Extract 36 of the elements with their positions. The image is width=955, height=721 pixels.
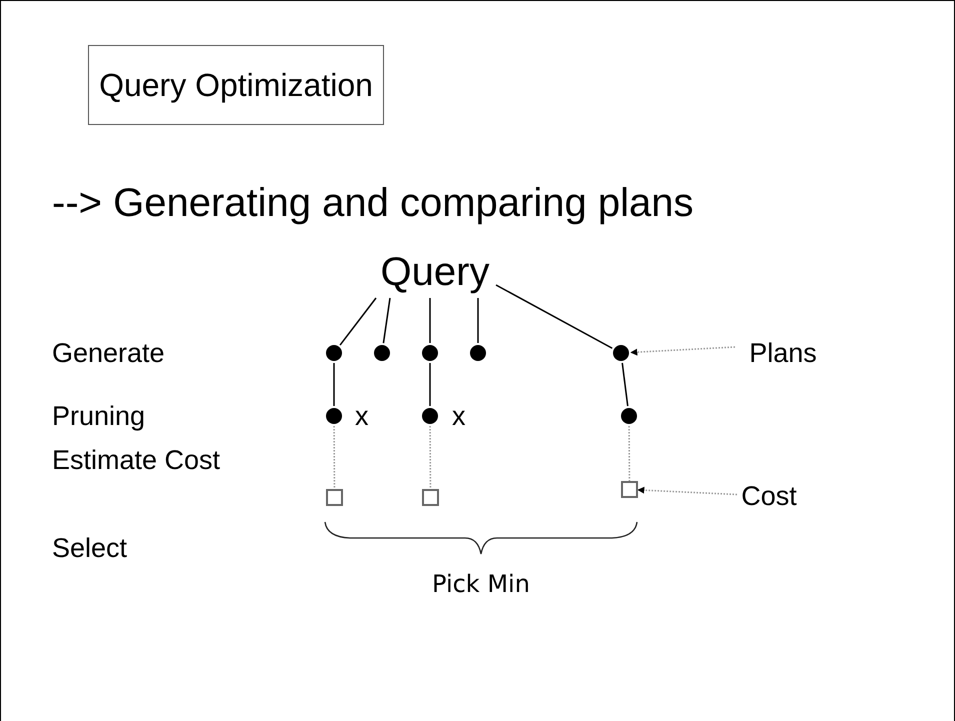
plan-dot <box>326 345 342 361</box>
connector-line <box>622 362 628 406</box>
text-label: Pruning <box>52 403 146 430</box>
pruned-mark: x <box>452 403 466 430</box>
cost-square <box>621 481 638 498</box>
text-label: --> Generating and comparing plans <box>52 183 694 223</box>
text-label: Pick Min <box>432 572 530 596</box>
connector-line <box>477 298 479 343</box>
plan-dot <box>621 408 637 424</box>
plan-dot <box>613 345 629 361</box>
node-label: Plans <box>735 336 831 370</box>
connector-line <box>628 426 630 481</box>
plan-dot <box>326 408 342 424</box>
node-label: Cost <box>737 478 801 514</box>
text-label: Estimate Cost <box>52 447 220 474</box>
connector-line <box>496 284 613 349</box>
connector-line <box>333 426 336 489</box>
plan-dot <box>374 345 390 361</box>
plan-dot <box>422 408 438 424</box>
leader-arrow <box>637 486 738 496</box>
pruned-mark: x <box>355 403 368 430</box>
plan-dot <box>470 345 486 361</box>
text-label: Generate <box>52 340 165 367</box>
connector-line <box>382 298 391 344</box>
cost-square <box>422 489 439 506</box>
node-label: Query <box>365 246 505 298</box>
connector-line <box>429 426 432 489</box>
plan-dot <box>422 345 438 361</box>
cost-square <box>326 489 343 506</box>
connector-line <box>333 363 335 406</box>
connector-line <box>339 298 377 346</box>
text-label: Select <box>52 535 128 562</box>
title: Query Optimization <box>88 45 384 125</box>
connector-line <box>429 298 431 343</box>
leader-arrow <box>630 346 736 356</box>
connector-line <box>429 363 431 406</box>
